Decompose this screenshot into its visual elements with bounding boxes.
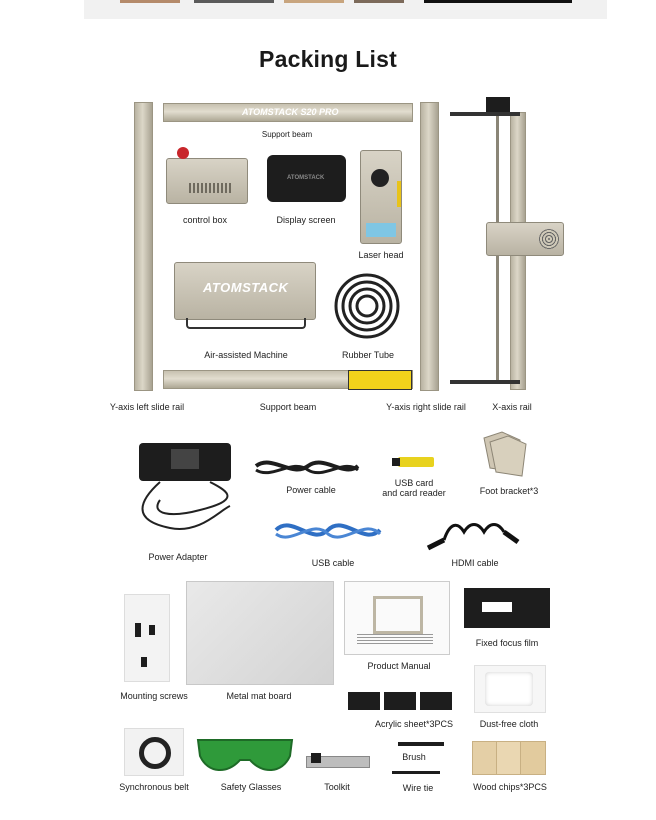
laser-head [360, 150, 402, 244]
manual-text-lines [357, 634, 433, 646]
x-rail-top-bar [450, 112, 520, 116]
focus-film-slot [482, 602, 512, 612]
support-beam-top-label: Support beam [261, 130, 313, 139]
laser-carriage [486, 222, 564, 256]
power-adapter-label: Power Adapter [148, 552, 208, 562]
laser-strip [397, 181, 401, 207]
wood-chip-3 [520, 741, 546, 775]
power-adapter-brick [139, 443, 231, 481]
air-assisted-machine: ATOMSTACK [174, 262, 316, 320]
cloth-inner [485, 672, 533, 706]
support-beam-top: ATOMSTACK S20 PRO [163, 103, 413, 122]
page-title: Packing List [259, 46, 397, 72]
mounting-screws-bag [124, 594, 170, 682]
adapter-label-plate [171, 449, 199, 469]
wood-chip-1 [472, 741, 498, 775]
sd-card [392, 458, 400, 466]
belt-coil [139, 737, 171, 769]
usb-card-label-2: and card reader [382, 488, 446, 498]
hdmi-cable-coil [426, 523, 520, 551]
wire-tie-icon [392, 771, 440, 774]
air-assisted-label: Air-assisted Machine [204, 350, 288, 360]
y-axis-right-rail [420, 102, 439, 391]
mounting-screws-label: Mounting screws [120, 691, 188, 701]
metal-mat-board [186, 581, 334, 685]
display-screen: ATOMSTACK [267, 155, 346, 202]
support-beam-bottom [163, 370, 413, 390]
x-rail-bottom-bar [450, 380, 520, 384]
laser-knob [371, 169, 389, 187]
display-brand: ATOMSTACK [287, 175, 325, 181]
power-cable-coil [254, 460, 360, 475]
warning-sticker [348, 370, 412, 390]
synchronous-belt [124, 728, 184, 776]
power-cable-label: Power cable [286, 485, 336, 495]
sync-belt-label: Synchronous belt [119, 782, 189, 792]
acrylic-sheet-3 [420, 692, 452, 710]
hdmi-cable-label: HDMI cable [451, 558, 499, 568]
carriage-fan [539, 229, 559, 249]
control-box-label: control box [182, 215, 228, 225]
y-axis-left-rail [134, 102, 153, 391]
foot-bracket [480, 428, 530, 480]
screw-3 [141, 657, 147, 667]
brush-icon [398, 742, 444, 746]
usb-card-label-1: USB card [394, 478, 434, 488]
stepper-motor [486, 97, 510, 113]
toolkit-label: Toolkit [324, 782, 350, 792]
product-manual-cover [344, 581, 450, 655]
screw-2 [149, 625, 155, 635]
air-pump-stand [186, 318, 306, 329]
frame-brand-label: ATOMSTACK S20 PRO [242, 107, 339, 117]
safety-glasses-label: Safety Glasses [220, 782, 282, 792]
display-screen-label: Display screen [276, 215, 336, 225]
product-manual-label: Product Manual [367, 661, 431, 671]
acrylic-sheets [348, 692, 452, 710]
foot-bracket-label: Foot bracket*3 [479, 486, 539, 496]
top-image-strip [84, 0, 607, 19]
dust-free-label: Dust-free cloth [479, 719, 539, 729]
usb-cable-coil [274, 523, 382, 539]
manual-machine-image [373, 596, 423, 634]
foot-bracket-plates [483, 431, 527, 477]
usb-card-reader [392, 457, 434, 467]
acrylic-sheet-2 [384, 692, 416, 710]
safety-glasses [196, 739, 294, 771]
rubber-tube [333, 272, 401, 340]
toolkit-wrench [311, 753, 321, 763]
acrylic-label: Acrylic sheet*3PCS [374, 719, 454, 729]
control-box [166, 147, 248, 204]
wood-chips [472, 741, 546, 775]
vent-grille [189, 183, 233, 193]
emergency-knob [177, 147, 189, 159]
dust-free-cloth [474, 665, 546, 713]
screw-1 [135, 623, 141, 637]
fixed-focus-film [464, 588, 550, 628]
air-pump-brand: ATOMSTACK [203, 280, 289, 295]
y-left-label: Y-axis left slide rail [109, 402, 185, 412]
toolkit [306, 753, 370, 768]
y-right-label: Y-axis right slide rail [386, 402, 466, 412]
support-beam-label: Support beam [259, 402, 317, 412]
power-adapter-cables [141, 481, 231, 530]
usb-cable-label: USB cable [311, 558, 355, 568]
x-axis-label: X-axis rail [492, 402, 532, 412]
laser-window [366, 223, 396, 237]
rubber-tube-label: Rubber Tube [341, 350, 395, 360]
fixed-focus-label: Fixed focus film [475, 638, 539, 648]
rubber-tube-coil [334, 273, 400, 339]
brush-label: Brush [402, 752, 426, 762]
laser-head-label: Laser head [358, 250, 404, 260]
metal-mat-label: Metal mat board [226, 691, 292, 701]
acrylic-sheet-1 [348, 692, 380, 710]
wood-chips-label: Wood chips*3PCS [473, 782, 547, 792]
wood-chip-2 [496, 741, 522, 775]
wire-tie-label: Wire tie [402, 783, 434, 793]
